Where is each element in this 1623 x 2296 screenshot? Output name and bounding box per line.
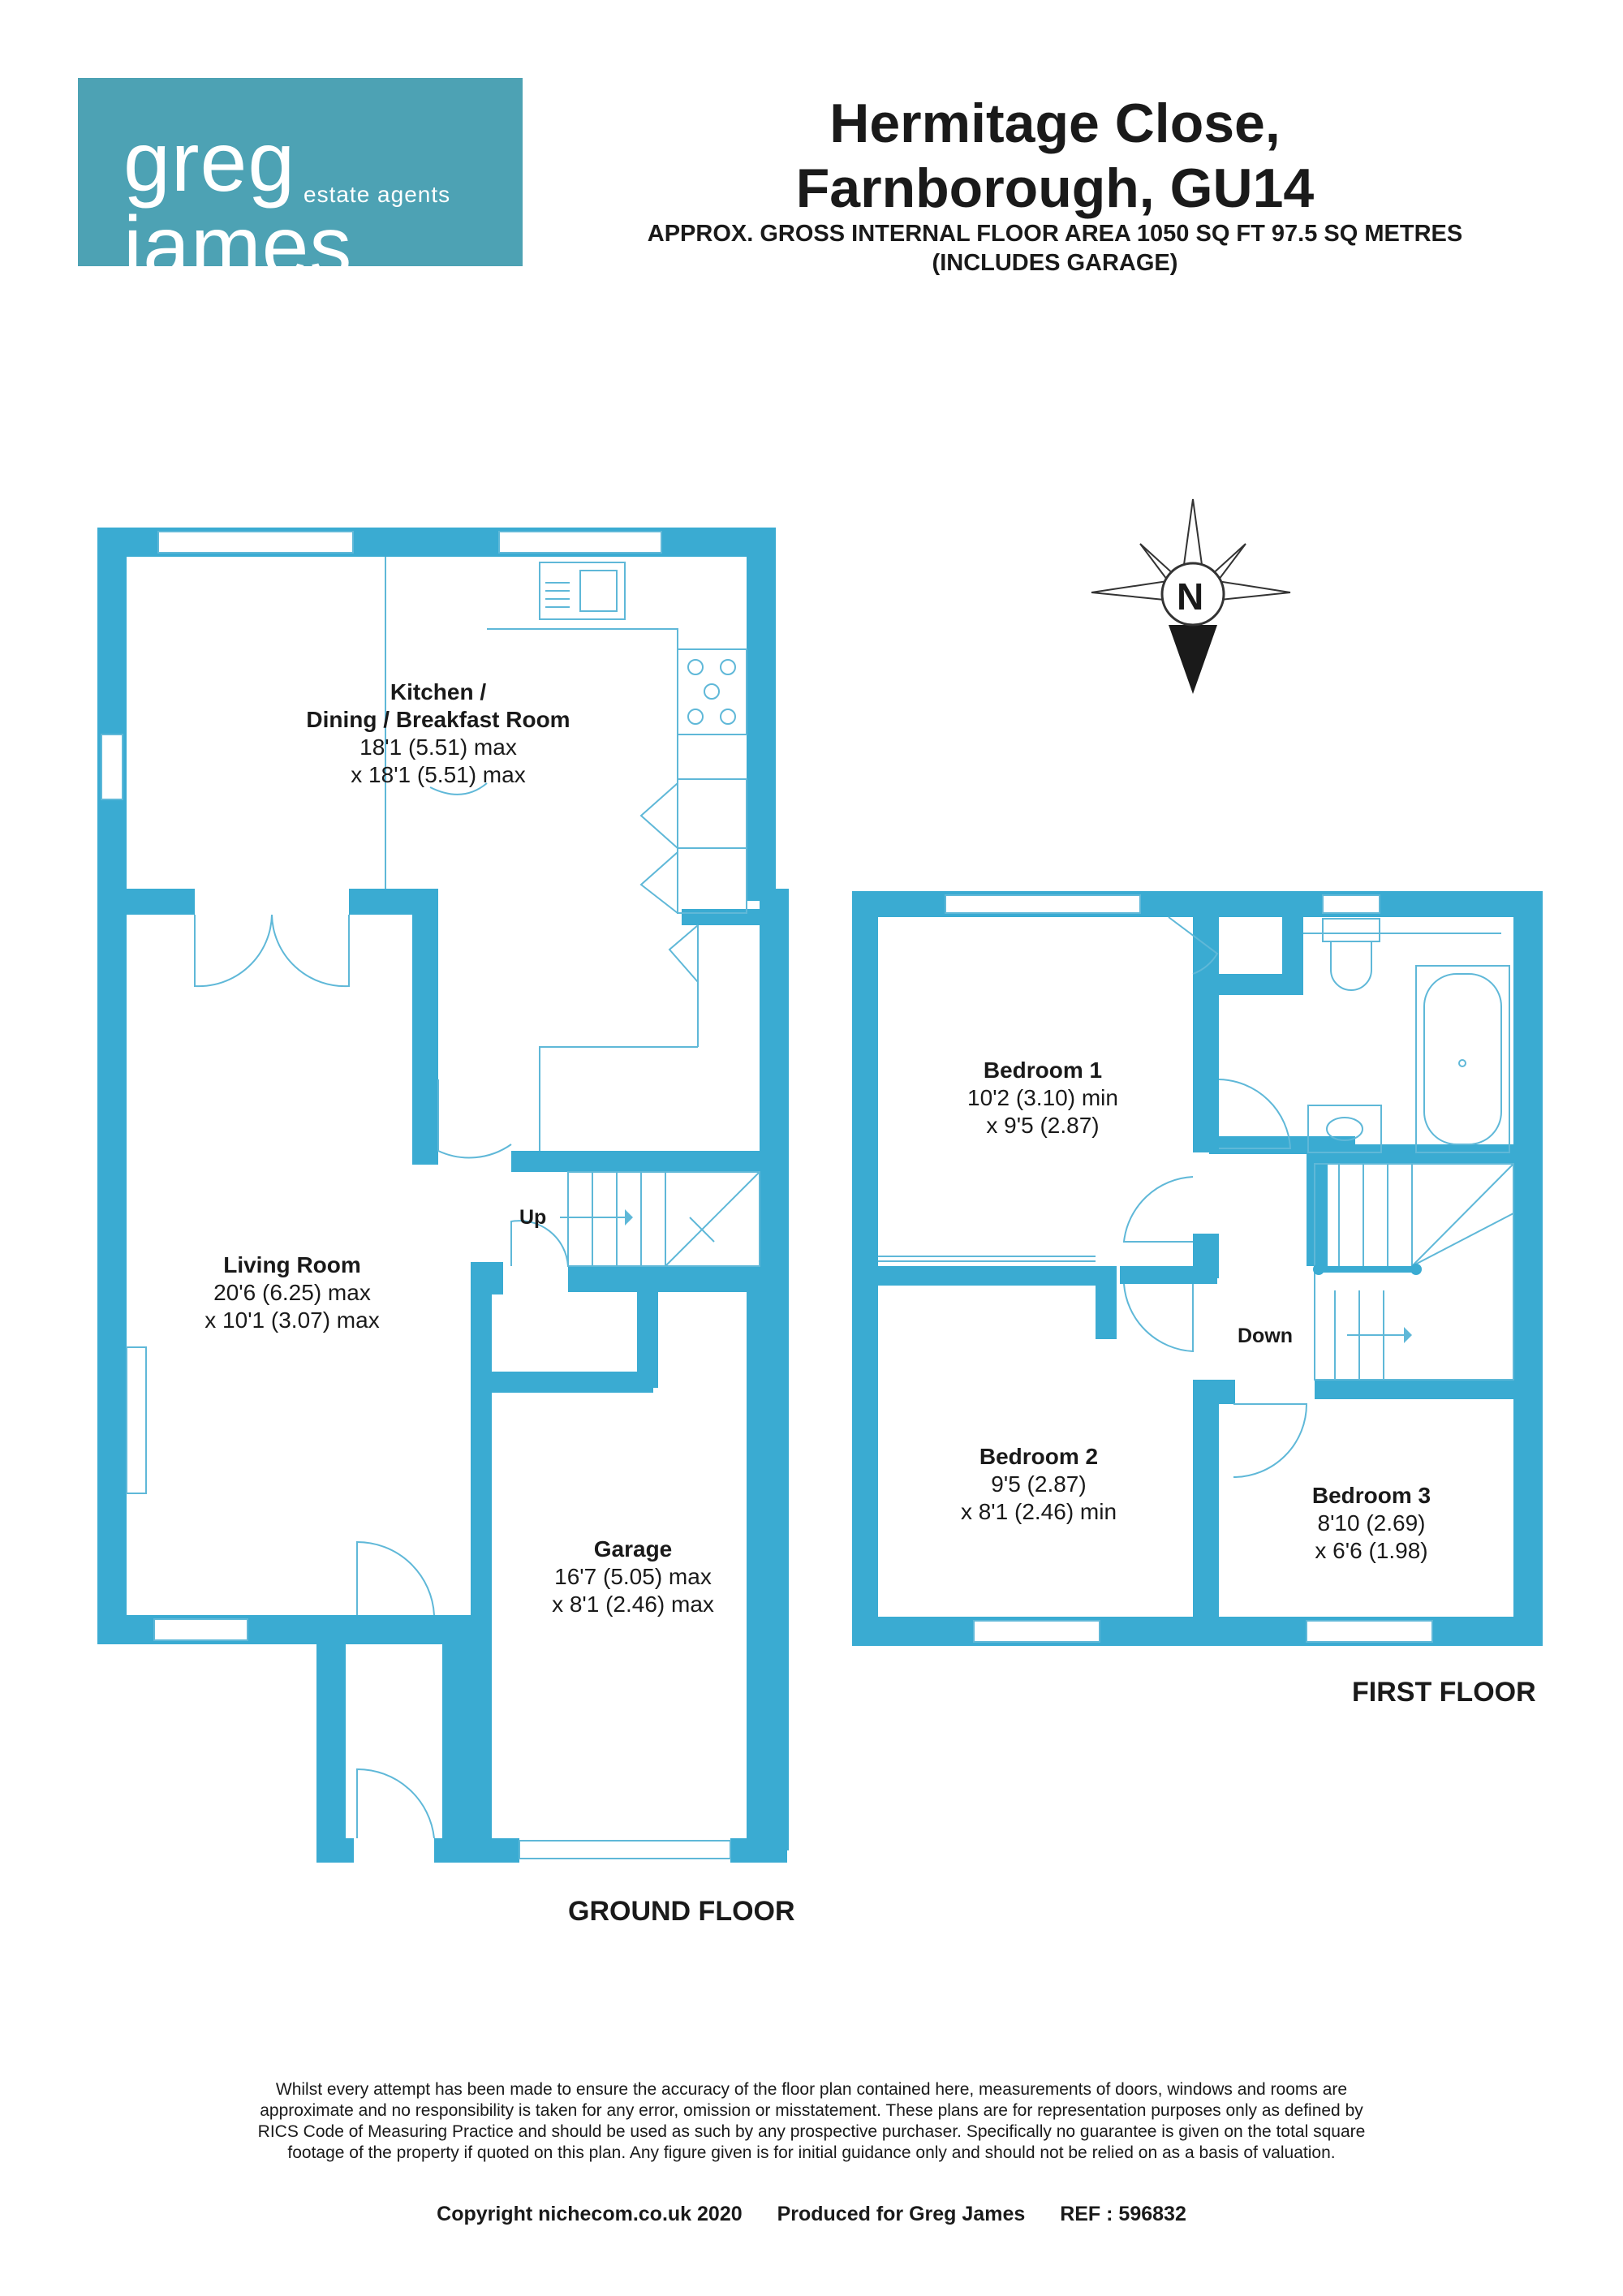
ground-floor-windows <box>101 531 731 1859</box>
footer: Copyright nichecom.co.uk 2020 Produced f… <box>243 2203 1380 2226</box>
brand-tagline: estate agents <box>304 182 451 207</box>
stairs-up-label: Up <box>519 1206 547 1229</box>
room-dim-1: 9'5 (2.87) <box>991 1471 1087 1497</box>
room-name: Bedroom 3 <box>1311 1483 1431 1508</box>
room-dim-2: x 18'1 (5.51) max <box>351 762 526 787</box>
room-name: Kitchen / <box>390 679 487 704</box>
area-line-2: (INCLUDES GARAGE) <box>932 250 1178 276</box>
ground-floor-walls <box>97 528 789 1863</box>
room-dim-1: 16'7 (5.05) max <box>554 1564 712 1589</box>
room-garage: Garage 16'7 (5.05) max x 8'1 (2.46) max <box>503 1536 763 1618</box>
first-floor-windows <box>945 894 1433 1643</box>
title-line-2: Farnborough, GU14 <box>795 157 1315 219</box>
room-name: Living Room <box>223 1252 361 1277</box>
room-dim-2: x 8'1 (2.46) min <box>960 1499 1117 1524</box>
room-dim-2: x 9'5 (2.87) <box>986 1113 1100 1138</box>
room-name: Garage <box>593 1536 673 1562</box>
title-line-1: Hermitage Close, <box>829 93 1281 154</box>
room-name-line-2: Dining / Breakfast Room <box>306 707 570 732</box>
north-arrow-icon <box>1091 498 1291 694</box>
brand-name: greg james <box>123 115 353 294</box>
room-bedroom-3: Bedroom 3 8'10 (2.69) x 6'6 (1.98) <box>1242 1482 1501 1565</box>
first-floor-label: FIRST FLOOR <box>1352 1677 1536 1708</box>
room-living: Living Room 20'6 (6.25) max x 10'1 (3.07… <box>162 1251 422 1334</box>
room-name: Bedroom 1 <box>983 1058 1103 1083</box>
room-dim-2: x 8'1 (2.46) max <box>552 1592 714 1617</box>
room-dim-2: x 10'1 (3.07) max <box>204 1307 380 1333</box>
page-title: Hermitage Close, Farnborough, GU14 <box>617 91 1493 221</box>
room-kitchen: Kitchen / Dining / Breakfast Room 18'1 (… <box>268 678 609 789</box>
brand-logo: greg james estate agents <box>78 78 523 289</box>
room-bedroom-1: Bedroom 1 10'2 (3.10) min x 9'5 (2.87) <box>913 1057 1173 1139</box>
room-name: Bedroom 2 <box>979 1444 1099 1469</box>
disclaimer-text: Whilst every attempt has been made to en… <box>257 2080 1366 2162</box>
first-floor-stairs <box>1313 1163 1514 1381</box>
room-bedroom-2: Bedroom 2 9'5 (2.87) x 8'1 (2.46) min <box>909 1443 1169 1526</box>
produced-for-text: Produced for Greg James <box>777 2203 1026 2225</box>
compass-label: N <box>1177 575 1204 618</box>
room-dim-1: 10'2 (3.10) min <box>967 1085 1118 1110</box>
room-dim-2: x 6'6 (1.98) <box>1315 1538 1428 1563</box>
room-dim-1: 20'6 (6.25) max <box>213 1280 371 1305</box>
room-dim-1: 18'1 (5.51) max <box>359 734 517 760</box>
area-line-1: APPROX. GROSS INTERNAL FLOOR AREA 1050 S… <box>647 221 1463 247</box>
ground-floor-doors <box>194 914 569 1839</box>
reference-number: REF : 596832 <box>1060 2203 1186 2225</box>
bathroom-fixtures <box>1303 918 1510 1153</box>
floor-area-summary: APPROX. GROSS INTERNAL FLOOR AREA 1050 S… <box>568 219 1542 278</box>
ground-floor-stairs <box>560 1171 760 1267</box>
kitchen-fixtures <box>385 557 747 1151</box>
ground-floor-label: GROUND FLOOR <box>568 1896 795 1927</box>
copyright-text: Copyright nichecom.co.uk 2020 <box>437 2203 743 2225</box>
stairs-down-label: Down <box>1238 1325 1294 1347</box>
room-dim-1: 8'10 (2.69) <box>1317 1510 1426 1536</box>
first-floor-doors <box>878 916 1308 1478</box>
